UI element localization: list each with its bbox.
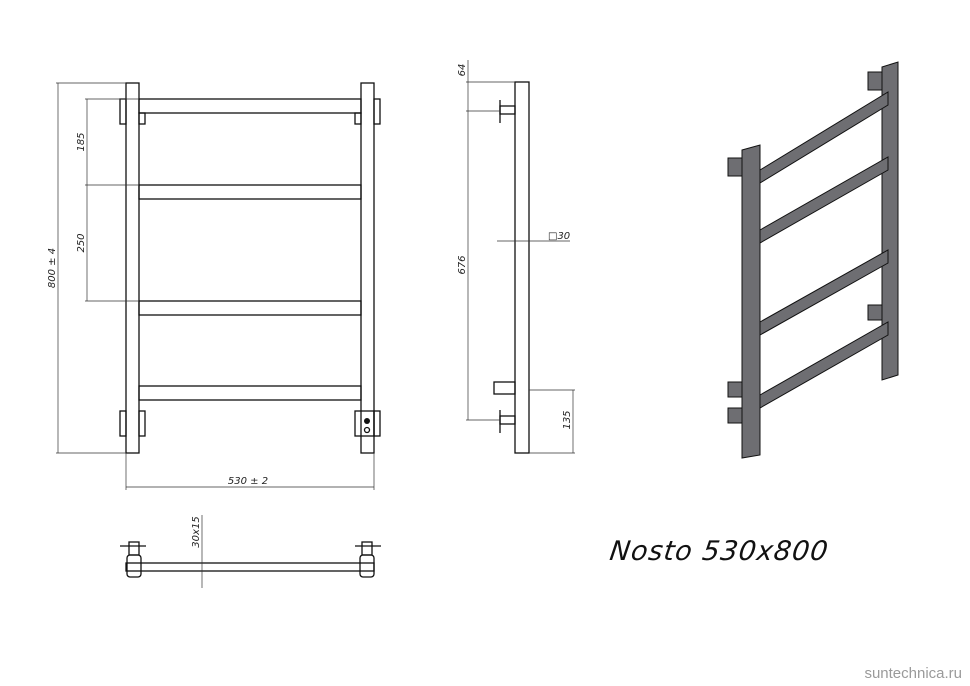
top-offset-label: 64 bbox=[457, 64, 468, 77]
middle-spacing-label: 250 bbox=[76, 233, 87, 252]
top-spacing-label: 185 bbox=[76, 132, 87, 151]
rung-profile-label: 30x15 bbox=[191, 516, 202, 547]
width-label: 530 ± 2 bbox=[228, 476, 268, 487]
product-title: Nosto 530x800 bbox=[607, 536, 831, 567]
height-label: 800 ± 4 bbox=[47, 248, 58, 288]
mount-distance-label: 676 bbox=[457, 255, 468, 274]
profile-label: □30 bbox=[548, 231, 570, 242]
iso-view bbox=[727, 61, 899, 459]
watermark: suntechnica.ru bbox=[864, 665, 962, 682]
side-view: 64 676 □30 135 bbox=[457, 60, 575, 454]
front-view: 800 ± 4 185 250 530 ± 2 bbox=[47, 82, 381, 490]
top-view: 30x15 bbox=[120, 515, 381, 588]
bottom-offset-label: 135 bbox=[562, 410, 573, 429]
